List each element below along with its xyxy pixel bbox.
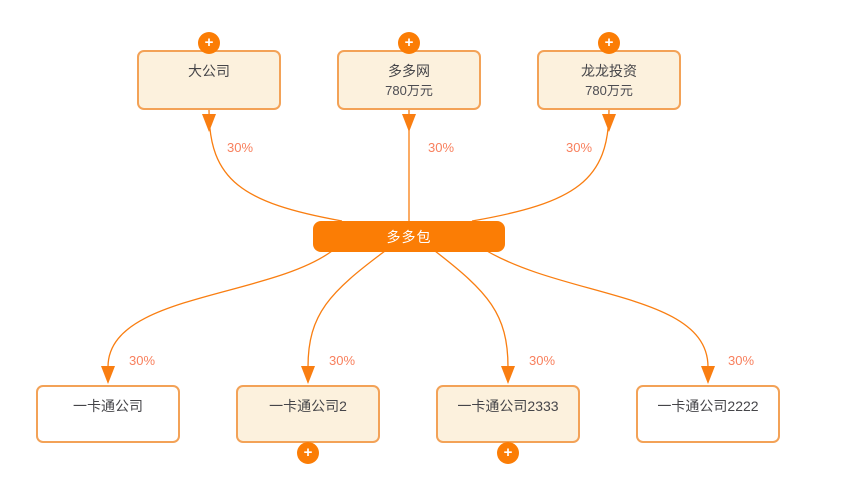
arrow-down-icon	[202, 114, 216, 132]
node-label: 多多包	[386, 228, 432, 245]
edge-parent-0	[208, 109, 343, 222]
node-label: 龙龙投资	[581, 63, 637, 79]
plus-icon: +	[503, 444, 513, 461]
edge-percent-label: 30%	[529, 353, 556, 368]
node-label: 一卡通公司2333	[457, 398, 559, 414]
edge-percent-label: 30%	[227, 140, 254, 155]
edge-percent-label: 30%	[329, 353, 356, 368]
edge-child-3	[486, 250, 709, 368]
expand-node-button[interactable]: +	[497, 442, 519, 464]
node-root-duoduobao[interactable]: 多多包	[313, 221, 505, 252]
edge-percent-label: 30%	[129, 353, 156, 368]
node-capital: 780万元	[585, 83, 633, 98]
edge-percent-label: 30%	[728, 353, 755, 368]
node-child-yikatong[interactable]: 一卡通公司	[36, 385, 180, 443]
expand-node-button[interactable]: +	[398, 32, 420, 54]
expand-node-button[interactable]: +	[598, 32, 620, 54]
edge-parent-2	[471, 109, 610, 222]
node-child-yikatong2222[interactable]: 一卡通公司2222	[636, 385, 780, 443]
node-label: 一卡通公司	[73, 398, 143, 414]
node-label: 一卡通公司2	[269, 398, 347, 414]
node-label: 大公司	[188, 63, 230, 79]
arrow-down-icon	[101, 366, 115, 384]
edge-child-2	[434, 250, 509, 368]
arrow-down-icon	[402, 114, 416, 132]
edge-percent-label: 30%	[566, 140, 593, 155]
node-capital: 780万元	[385, 83, 433, 98]
node-label: 一卡通公司2222	[657, 398, 759, 414]
arrow-down-icon	[501, 366, 515, 384]
arrow-down-icon	[602, 114, 616, 132]
edge-child-0	[107, 250, 333, 368]
node-label: 多多网	[388, 63, 430, 79]
node-child-yikatong2[interactable]: 一卡通公司2 +	[236, 385, 380, 464]
plus-icon: +	[204, 34, 214, 51]
arrow-down-icon	[701, 366, 715, 384]
node-parent-longlongtouzi[interactable]: + 龙龙投资 780万元	[537, 32, 681, 110]
expand-node-button[interactable]: +	[198, 32, 220, 54]
plus-icon: +	[604, 34, 614, 51]
expand-node-button[interactable]: +	[297, 442, 319, 464]
edge-percent-label: 30%	[428, 140, 455, 155]
edge-child-1	[307, 250, 386, 368]
node-parent-dagongsi[interactable]: + 大公司	[137, 32, 281, 110]
arrow-down-icon	[301, 366, 315, 384]
plus-icon: +	[303, 444, 313, 461]
node-child-yikatong2333[interactable]: 一卡通公司2333 +	[436, 385, 580, 464]
node-parent-duoduowang[interactable]: + 多多网 780万元	[337, 32, 481, 110]
plus-icon: +	[404, 34, 414, 51]
